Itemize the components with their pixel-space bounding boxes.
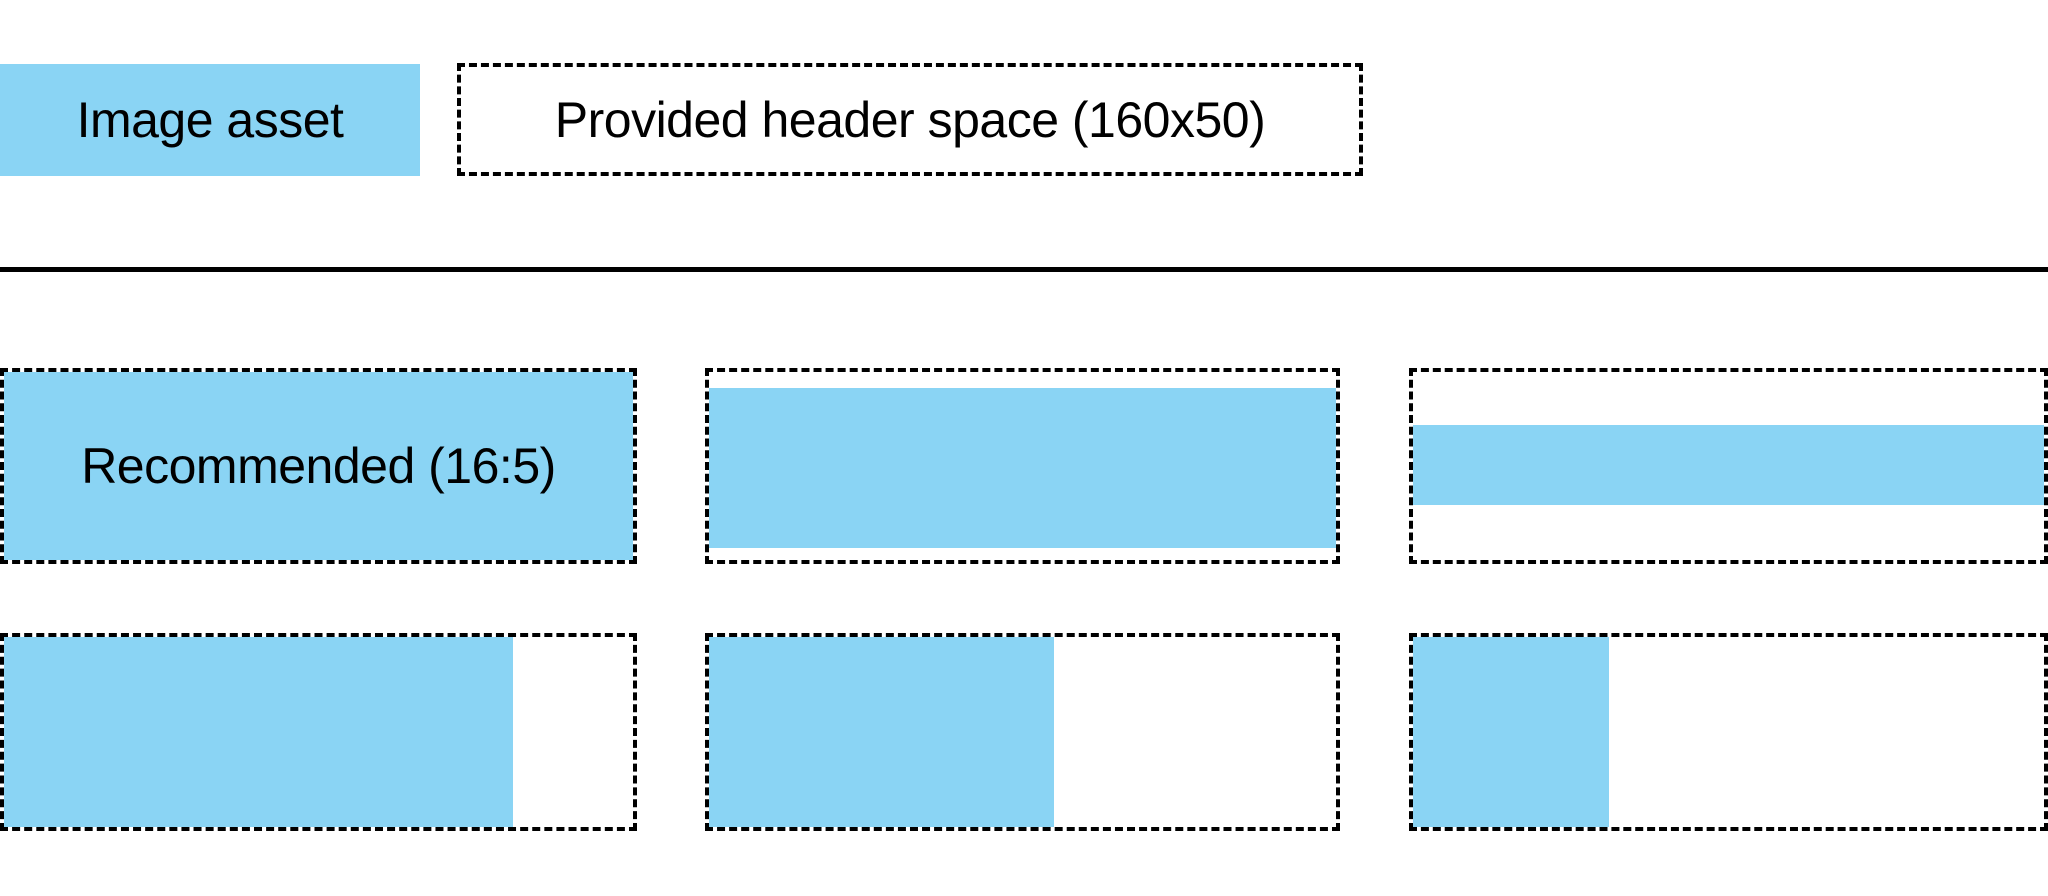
image-asset-fill bbox=[1413, 637, 1609, 827]
example-box-partial-width-large bbox=[0, 633, 637, 831]
header-space-legend-box: Provided header space (160x50) bbox=[457, 63, 1363, 176]
recommended-label: Recommended (16:5) bbox=[81, 438, 556, 494]
example-box-recommended: Recommended (16:5) bbox=[0, 368, 637, 564]
image-asset-fill bbox=[4, 372, 633, 560]
header-space-area bbox=[4, 637, 633, 827]
image-asset-fill bbox=[709, 387, 1336, 548]
example-box-full-width-large-band bbox=[705, 368, 1340, 564]
image-asset-fill bbox=[4, 637, 514, 827]
image-asset-fill bbox=[709, 637, 1054, 827]
image-asset-label: Image asset bbox=[76, 92, 344, 148]
image-asset-fill bbox=[1413, 424, 2044, 506]
example-box-partial-width-small bbox=[1409, 633, 2048, 831]
header-space-label: Provided header space (160x50) bbox=[554, 91, 1266, 148]
image-asset-legend-swatch: Image asset bbox=[0, 64, 420, 176]
header-space-area bbox=[709, 372, 1336, 560]
header-space-area bbox=[709, 637, 1336, 827]
header-space-area: Recommended (16:5) bbox=[4, 372, 633, 560]
example-box-partial-width-medium bbox=[705, 633, 1340, 831]
example-box-full-width-thin-band bbox=[1409, 368, 2048, 564]
section-divider bbox=[0, 267, 2048, 272]
header-space-area bbox=[1413, 637, 2044, 827]
header-space-area bbox=[1413, 372, 2044, 560]
